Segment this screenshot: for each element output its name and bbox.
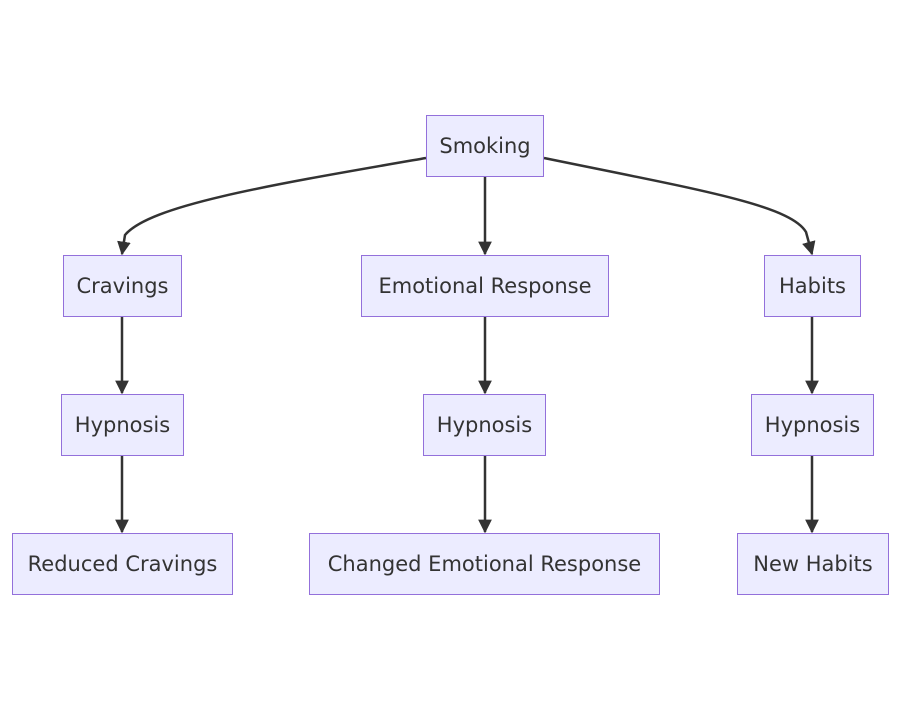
node-cravings: Cravings: [63, 255, 182, 317]
node-habits: Habits: [764, 255, 861, 317]
edge-smoking-to-cravings: [117, 156, 427, 256]
node-hypnosis-cravings: Hypnosis: [61, 394, 184, 456]
node-hypnosis-habits: Hypnosis: [751, 394, 874, 456]
edge-smoking-to-habits: [543, 156, 816, 256]
node-emotional-response: Emotional Response: [361, 255, 609, 317]
node-hypnosis-emotional: Hypnosis: [423, 394, 546, 456]
node-reduced-cravings: Reduced Cravings: [12, 533, 233, 595]
node-changed-emotional-response: Changed Emotional Response: [309, 533, 660, 595]
node-smoking: Smoking: [426, 115, 544, 177]
node-new-habits: New Habits: [737, 533, 889, 595]
